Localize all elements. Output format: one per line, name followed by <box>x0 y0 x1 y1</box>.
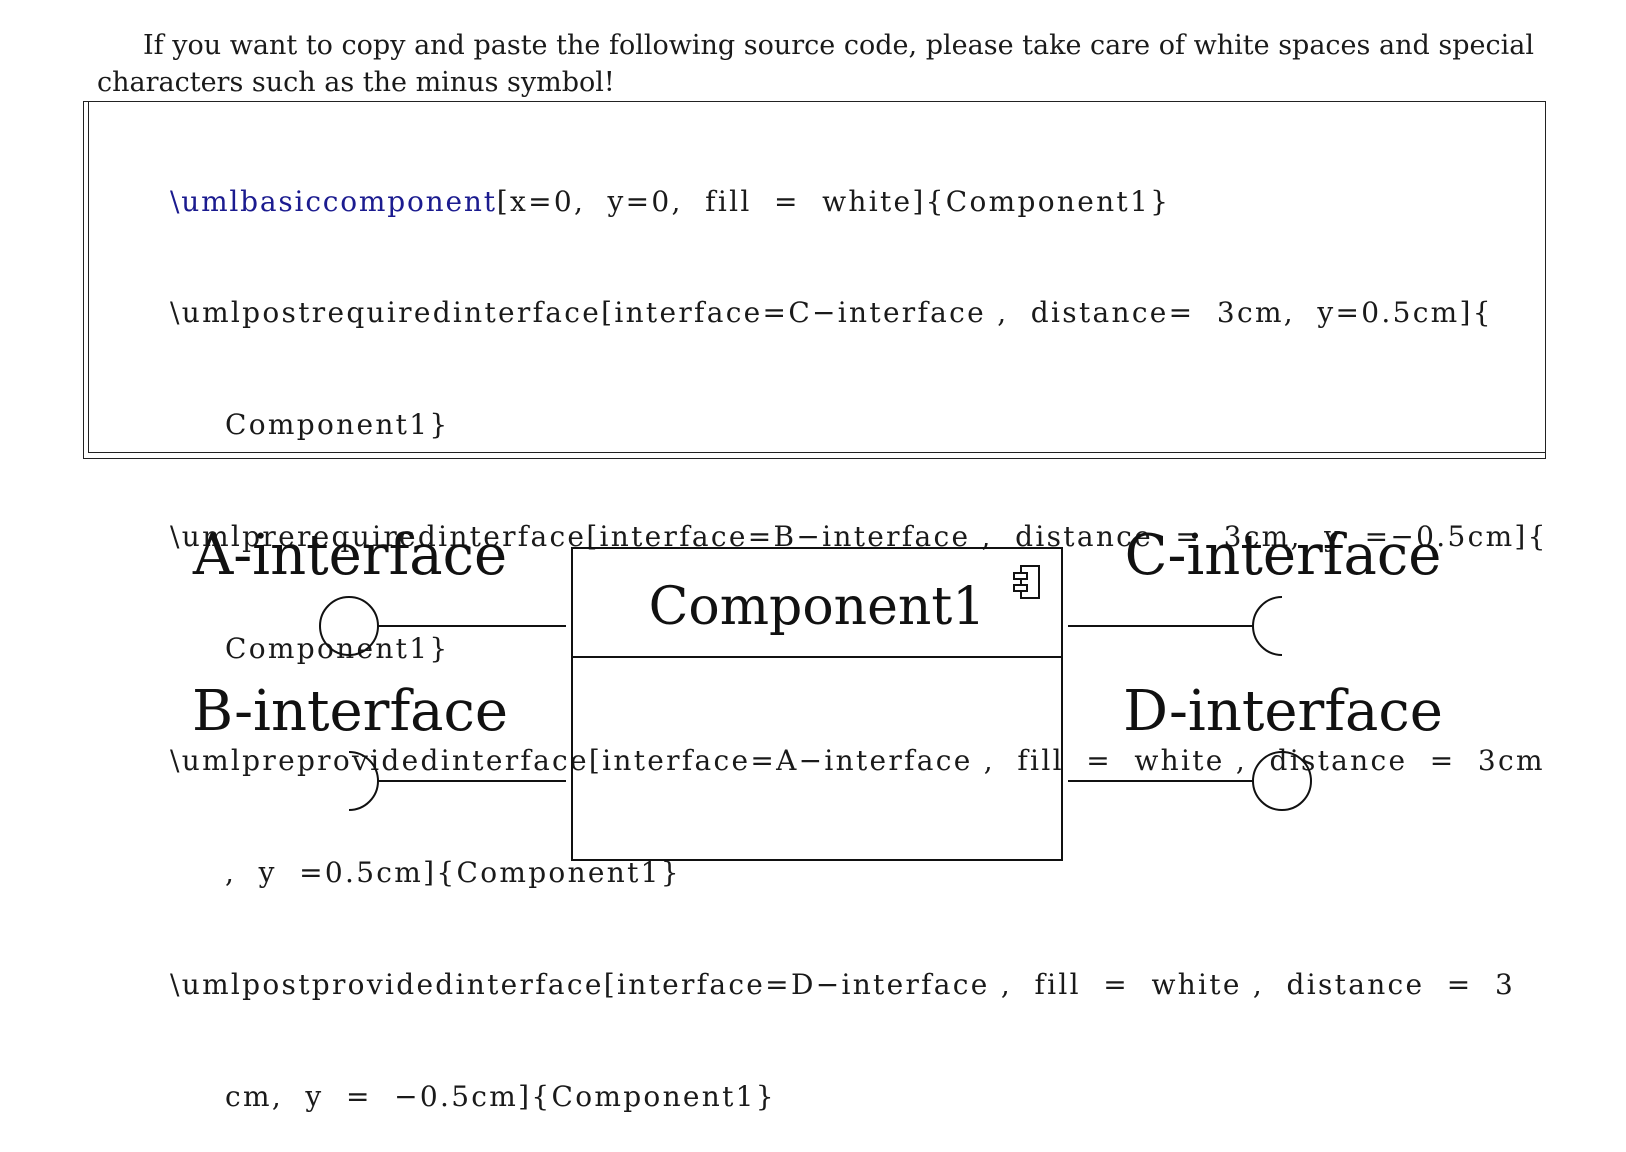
code-args: [interface=C−interface , distance= 3cm, … <box>601 296 1493 330</box>
code-command: \umlpostrequiredinterface <box>170 296 602 330</box>
code-command: \umlpostprovidedinterface <box>170 967 604 1001</box>
code-line-post-provided: \umlpostprovidedinterface[interface=D−in… <box>170 966 1540 1003</box>
code-frame <box>88 101 1546 453</box>
code-line-pre-required: \umlprerequiredinterface[interface=B−int… <box>170 518 1545 555</box>
intro-paragraph: If you want to copy and paste the follow… <box>97 27 1534 101</box>
intro-text: If you want to copy and paste the follow… <box>97 30 1534 98</box>
code-command: \umlbasiccomponent <box>170 184 497 218</box>
code-args: [interface=B−interface , distance = 3cm,… <box>586 520 1548 554</box>
code-line-basic-component: \umlbasiccomponent[x=0, y=0, fill = whit… <box>170 183 1540 220</box>
code-line-continuation: cm, y = −0.5cm]{Component1} <box>225 1079 776 1113</box>
code-command: \umlpreprovidedinterface <box>170 744 589 778</box>
code-line-continuation: Component1} <box>225 632 450 666</box>
code-command: \umlprerequiredinterface <box>170 520 587 554</box>
code-line-continuation: Component1} <box>225 408 450 442</box>
code-args: [interface=A−interface , fill = white , … <box>588 744 1545 778</box>
code-line-post-required: \umlpostrequiredinterface[interface=C−in… <box>170 294 1540 331</box>
code-line-continuation: , y =0.5cm]{Component1} <box>225 855 681 889</box>
code-listing: \umlbasiccomponent[x=0, y=0, fill = whit… <box>170 108 1545 1152</box>
code-args: [x=0, y=0, fill = white]{Component1} <box>496 184 1171 218</box>
code-line-pre-provided: \umlpreprovidedinterface[interface=A−int… <box>170 742 1543 779</box>
code-args: [interface=D−interface , fill = white , … <box>603 967 1516 1001</box>
